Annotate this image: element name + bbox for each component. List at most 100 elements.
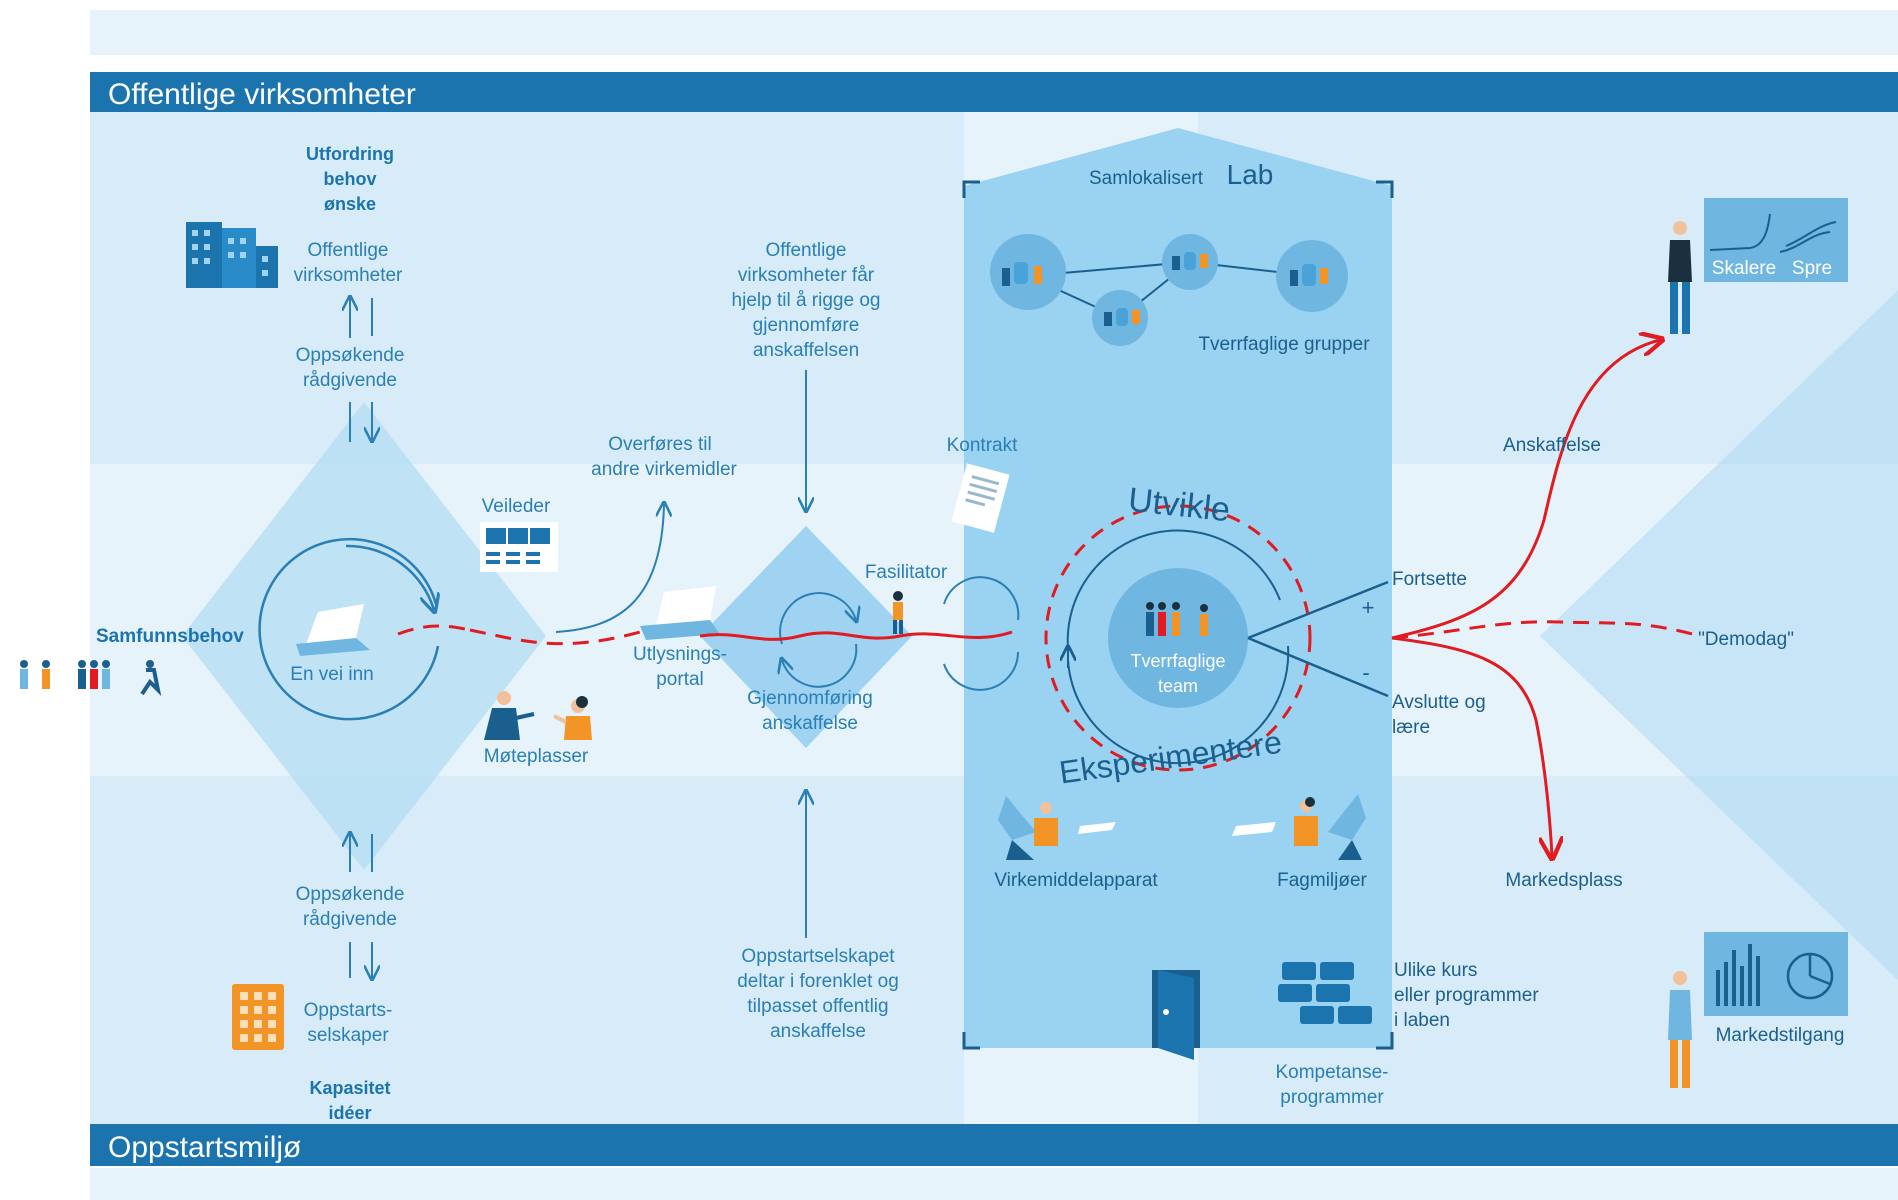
transfer-label-2: andre virkemidler — [591, 459, 737, 480]
red-dashed-demodag — [1391, 620, 1701, 640]
public-org-label-1: Offentlige — [308, 240, 389, 261]
advisers-top-2: rådgivende — [303, 370, 397, 391]
red-dashed-entry — [397, 624, 471, 636]
course-blocks-icon — [1278, 962, 1372, 1024]
startups-label-1: Oppstarts- — [304, 1000, 393, 1021]
competence-label-1: Kompetanse- — [1275, 1062, 1388, 1083]
help-label-1: Offentlige — [766, 240, 847, 261]
top-middle-zone — [442, 112, 964, 464]
lab-title: Lab — [1227, 159, 1274, 190]
courses-label-1: Ulike kurs — [1394, 960, 1477, 981]
team-label-2: team — [1158, 676, 1198, 696]
help-label-2: virksomheter får — [738, 265, 875, 286]
expert-community-icon — [1232, 794, 1366, 860]
moteplasser-label: Møteplasser — [484, 746, 589, 767]
markedsplass-label: Markedsplass — [1505, 870, 1622, 891]
spre-label: Spre — [1792, 258, 1832, 279]
people-group-icon — [20, 660, 162, 697]
red-arrow-anskaffelse — [1391, 340, 1660, 640]
facilitator-person-icon — [893, 591, 903, 634]
help-label-3: hjelp til å rigge og — [732, 290, 881, 311]
bar-chart-icon — [1716, 944, 1760, 1006]
avslutte-label-1: Avslutte og — [1392, 692, 1486, 713]
demodag-label: "Demodag" — [1698, 629, 1794, 650]
team-network-icon — [990, 234, 1348, 346]
virkemiddelapparat-label: Virkemiddelapparat — [994, 870, 1158, 891]
spread-curve-icon — [1779, 221, 1837, 253]
portal-label-2: portal — [656, 669, 704, 690]
bottom-band-title: Oppstartsmiljø — [108, 1131, 301, 1164]
end-line — [1247, 636, 1389, 698]
startup-building-icon — [232, 984, 284, 1050]
execution-label-1: Gjennomføring — [747, 688, 873, 709]
samlokalisert-label: Samlokalisert — [1089, 168, 1204, 189]
plus-sign: + — [1362, 595, 1375, 620]
tverrfaglige-grupper-label: Tverrfaglige grupper — [1198, 334, 1370, 355]
execution-label-2: anskaffelse — [762, 713, 858, 734]
office-buildings-icon — [186, 222, 278, 288]
startup-proc-1: Oppstartselskapet — [741, 946, 895, 967]
help-label-4: gjennomføre — [753, 315, 860, 336]
anskaffelse-label: Anskaffelse — [1503, 435, 1601, 456]
need-label: behov — [323, 169, 376, 189]
kontrakt-label: Kontrakt — [947, 435, 1018, 456]
fortsette-label: Fortsette — [1392, 569, 1467, 590]
procurement-diamond — [700, 526, 912, 748]
capacity-label: Kapasitet — [309, 1078, 390, 1098]
startups-label-2: selskaper — [307, 1025, 389, 1046]
avslutte-label-2: lære — [1392, 717, 1430, 738]
markedstilgang-label: Markedstilgang — [1716, 1025, 1845, 1046]
scale-chart-panel — [1704, 198, 1848, 282]
top-band — [90, 72, 1898, 112]
challenge-label: Utfordring — [306, 144, 394, 164]
bottom-middle-zone — [442, 776, 964, 1124]
scale-curve-icon — [1709, 213, 1771, 251]
en-vei-inn-label: En vei inn — [290, 664, 373, 685]
bottom-band — [90, 1124, 1898, 1166]
top-band-title: Offentlige virksomheter — [108, 78, 416, 111]
inner-cycle-top — [1066, 529, 1281, 649]
startup-proc-2: deltar i forenklet og — [737, 971, 899, 992]
right-diamond — [1540, 290, 1898, 980]
wish-label: ønske — [324, 194, 376, 214]
team-people-icon — [1146, 602, 1208, 636]
laptop-icon — [296, 604, 370, 656]
presenter-person-icon — [1668, 221, 1692, 334]
continue-line — [1247, 580, 1389, 640]
team-label-1: Tverrfaglige — [1130, 651, 1225, 671]
startup-proc-4: anskaffelse — [770, 1021, 866, 1042]
guide-book-icon — [480, 522, 558, 572]
entry-diamond — [182, 402, 546, 870]
red-flow-procurement — [699, 630, 1013, 641]
portal-laptop-icon — [640, 586, 720, 640]
red-arrow-markedsplass — [1391, 636, 1552, 856]
veileder-label: Veileder — [482, 496, 551, 517]
startup-proc-3: tilpasset offentlig — [747, 996, 888, 1017]
entry-cycle — [258, 537, 438, 721]
inner-cycle-bottom — [1067, 645, 1290, 765]
top-strip — [90, 10, 1898, 55]
skalere-label: Skalere — [1712, 258, 1776, 279]
minus-sign: - — [1362, 660, 1369, 685]
advisers-top-1: Oppsøkende — [296, 345, 405, 366]
competence-label-2: programmer — [1280, 1087, 1384, 1108]
bottom-strip — [90, 1168, 1898, 1200]
meeting-people-icon — [484, 691, 592, 740]
fasilitator-label: Fasilitator — [865, 562, 948, 583]
procurement-cycle — [780, 576, 1020, 691]
lab-corner-tr — [1376, 180, 1394, 198]
lab-corner-tl — [962, 180, 980, 198]
transfer-label-1: Overføres til — [608, 434, 711, 455]
team-circle — [1108, 568, 1248, 708]
red-dashed-portal — [469, 628, 641, 646]
advisers-bottom-1: Oppsøkende — [296, 884, 405, 905]
contract-document-icon — [951, 463, 1010, 533]
public-org-label-2: virksomheter — [294, 265, 403, 286]
transfer-arrow — [555, 504, 664, 633]
courses-label-2: eller programmer — [1394, 985, 1539, 1006]
samfunnsbehov-label: Samfunnsbehov — [96, 626, 244, 647]
pie-chart-icon — [1786, 952, 1834, 1000]
advisers-bottom-2: rådgivende — [303, 909, 397, 930]
lab-corner-bl — [962, 1032, 980, 1050]
